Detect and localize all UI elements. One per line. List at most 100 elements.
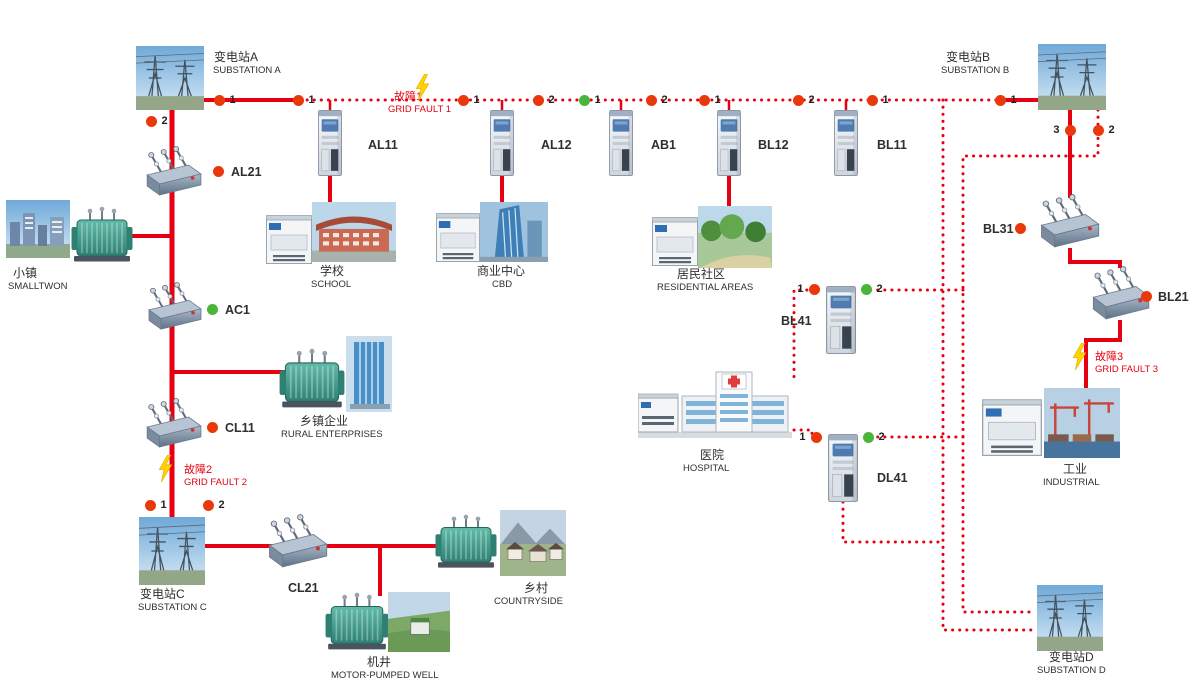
status-BL21	[1140, 290, 1152, 302]
status-BL31	[1014, 222, 1026, 234]
red-status-dot-icon	[212, 165, 224, 177]
link-BL31-BL21	[1068, 248, 1122, 268]
lightning-icon	[158, 455, 173, 482]
diagram-label: 变电站C	[140, 587, 185, 601]
switchgear-cabinet-icon	[609, 110, 633, 176]
diagram-label: 医院	[700, 448, 725, 462]
port-substationA-1: 1	[213, 94, 236, 106]
cabinet-AB1[interactable]	[609, 110, 633, 176]
switch-CL21[interactable]	[264, 514, 330, 570]
cabinet-DL41[interactable]	[828, 434, 858, 502]
port-BL11-1: 1	[866, 94, 889, 106]
red-status-dot-icon	[206, 421, 218, 433]
port-number: 2	[878, 430, 885, 443]
enterprise-building-icon	[346, 336, 392, 412]
switch-BL31[interactable]	[1036, 194, 1102, 250]
diagram-label: AL21	[231, 165, 262, 179]
hospital-building-icon	[638, 371, 792, 438]
port-BL41-2: 2	[860, 283, 883, 295]
hospital-building	[638, 366, 792, 446]
port-AL12-2: 2	[532, 94, 555, 106]
port-DL41-2: 2	[862, 431, 885, 443]
substation-c-photo	[139, 517, 205, 585]
port-number: 1	[1010, 93, 1017, 106]
countryside-photo-icon	[500, 510, 566, 576]
diagram-label: SCHOOL	[311, 279, 352, 290]
red-status-dot-icon	[457, 94, 469, 106]
load-switch-icon	[1092, 266, 1150, 320]
diagram-label: 居民社区	[677, 267, 726, 281]
cabinet-BL12[interactable]	[717, 110, 741, 176]
load-switch-icon	[148, 282, 202, 330]
port-number: 3	[1053, 123, 1060, 136]
port-number: 1	[160, 498, 167, 511]
switch-AL21[interactable]	[142, 146, 204, 198]
link-BL21-industrial	[1084, 320, 1122, 392]
switch-CL11[interactable]	[142, 398, 204, 450]
port-number: 2	[548, 93, 555, 106]
dotted-B-substationD-east	[961, 108, 1100, 614]
diagram-label: 学校	[320, 264, 345, 278]
diagram-label: AL11	[368, 138, 398, 152]
cabinet-AL11[interactable]	[318, 110, 342, 176]
diagram-label: GRID FAULT 2	[184, 477, 247, 488]
cabinet-BL41[interactable]	[826, 286, 856, 354]
diagram-label: 乡镇企业	[300, 414, 349, 428]
red-status-dot-icon	[698, 94, 710, 106]
link-DL41-loop	[841, 500, 945, 544]
diagram-label: COUNTRYSIDE	[494, 596, 563, 607]
port-DL41-1: 1	[799, 431, 822, 443]
status-AC1	[206, 303, 218, 315]
diagram-label: 故障1	[394, 91, 423, 103]
port-substationB-1: 1	[994, 94, 1017, 106]
lightning-icon	[415, 74, 430, 101]
substation-a-photo	[136, 46, 204, 110]
oil-transformer-icon	[71, 206, 133, 262]
compact-substation-icon	[652, 217, 698, 266]
port-number: 2	[808, 93, 815, 106]
diagram-label: CBD	[492, 279, 513, 290]
diagram-label: SUBSTATION D	[1037, 665, 1106, 676]
diagram-label: SUBSTATION A	[213, 65, 281, 76]
port-number: 1	[308, 93, 315, 106]
diagram-label: 乡村	[524, 581, 549, 595]
photo-countryside	[500, 510, 566, 576]
diagram-label: 商业中心	[477, 264, 526, 278]
port-number: 1	[799, 430, 806, 443]
diagram-label: BL11	[877, 138, 907, 152]
diagram-label: CL11	[225, 421, 255, 435]
diagram-label: 变电站B	[946, 50, 991, 64]
switch-BL21[interactable]	[1088, 266, 1152, 322]
port-AL12-1: 1	[457, 94, 480, 106]
oil-transformer-icon	[279, 348, 345, 408]
port-AB1-1: 1	[578, 94, 601, 106]
diagram-label: 故障3	[1095, 351, 1124, 363]
red-status-dot-icon	[810, 431, 822, 443]
red-status-dot-icon	[792, 94, 804, 106]
transformer-well	[324, 592, 390, 652]
photo-rural-enterprise	[346, 336, 392, 412]
red-status-dot-icon	[994, 94, 1006, 106]
cabinet-AL12[interactable]	[490, 110, 514, 176]
minicab-industrial	[982, 398, 1042, 456]
load-switch-icon	[146, 398, 202, 448]
port-number: 2	[1108, 123, 1115, 136]
industrial-port-photo-icon	[1044, 388, 1120, 458]
port-number: 1	[714, 93, 721, 106]
diagram-label: GRID FAULT 3	[1095, 364, 1158, 375]
switch-AC1[interactable]	[144, 282, 204, 332]
port-number: 1	[882, 93, 889, 106]
dotted-ring-substationD-west	[941, 98, 1038, 632]
oil-transformer-icon	[435, 514, 497, 568]
photo-cbd	[480, 202, 548, 262]
red-status-dot-icon	[532, 94, 544, 106]
transformer-rural	[278, 348, 346, 410]
green-status-dot-icon	[862, 431, 874, 443]
port-BL41-1: 1	[797, 283, 820, 295]
minicab-cbd	[436, 212, 480, 262]
substation-photo-icon	[1038, 44, 1106, 110]
substation-photo-icon	[136, 46, 204, 110]
cabinet-BL11[interactable]	[834, 110, 858, 176]
link-BL41-hospital	[792, 288, 816, 380]
load-switch-icon	[1040, 194, 1100, 248]
